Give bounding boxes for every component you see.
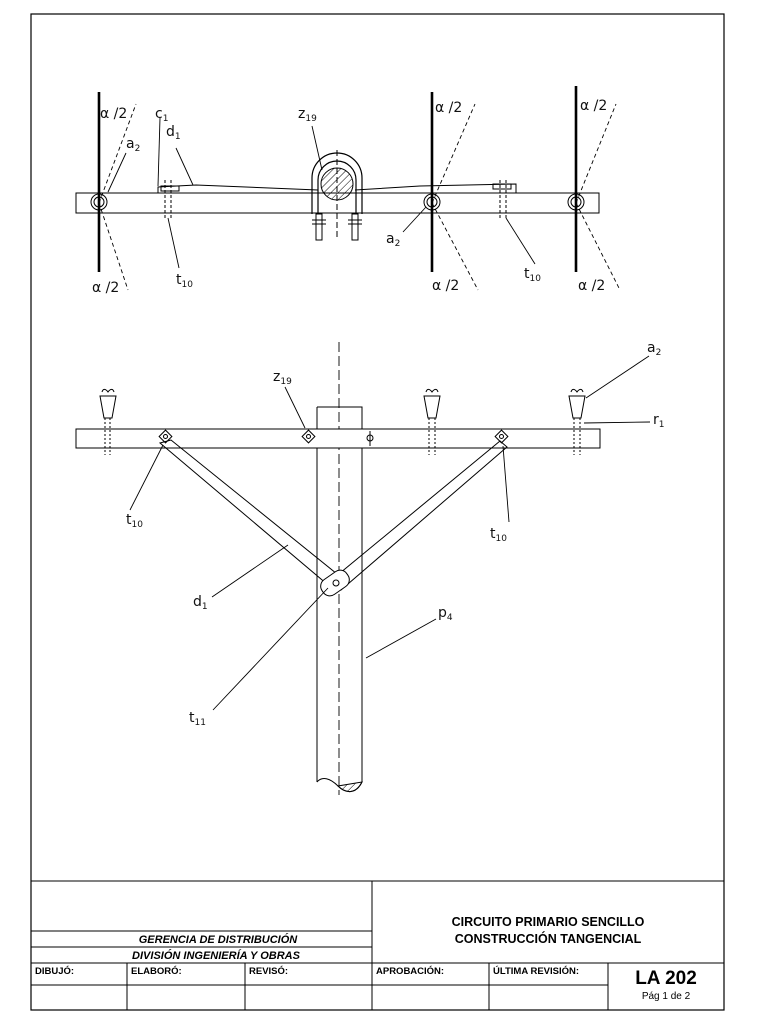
field-elaboro: ELABORÓ: (131, 965, 182, 977)
label-d1: d1 (166, 124, 181, 142)
label-t10: t10 (490, 526, 507, 544)
label-a2: a2 (386, 231, 400, 249)
brace-left (158, 439, 343, 591)
drawing-code: LA 202 (635, 968, 697, 989)
angle-label: α /2 (432, 278, 459, 294)
angle-label: α /2 (100, 106, 127, 122)
title-block-text: GERENCIA DE DISTRIBUCIÓN DIVISIÓN INGENI… (35, 915, 697, 1002)
drawing-title-line2: CONSTRUCCIÓN TANGENCIAL (455, 931, 642, 946)
field-aprobacion: APROBACIÓN: (376, 965, 444, 977)
label-t10: t10 (176, 272, 193, 290)
division-name: DIVISIÓN INGENIERÍA Y OBRAS (132, 949, 301, 962)
label-p4: p4 (438, 605, 453, 623)
label-d1: d1 (193, 594, 208, 612)
top-view-labels: α /2 α /2 α /2 α /2 α /2 α /2 c1 d1 a2 z… (92, 98, 607, 296)
label-t10: t10 (126, 512, 143, 530)
label-a2: a2 (126, 136, 140, 154)
label-a2: a2 (647, 340, 661, 358)
pole-section-z19 (311, 150, 363, 241)
brace-right-plan (354, 183, 517, 193)
angle-label: α /2 (92, 280, 119, 296)
pole-p4 (316, 406, 363, 782)
top-leaders (107, 117, 536, 269)
pin-insulators (99, 388, 586, 455)
front-leaders (129, 355, 651, 711)
label-t11: t11 (189, 710, 206, 728)
organization-name: GERENCIA DE DISTRIBUCIÓN (139, 933, 299, 946)
angle-label: α /2 (580, 98, 607, 114)
crossarm-bolts (158, 429, 509, 446)
label-c1: c1 (155, 106, 168, 124)
top-view (75, 86, 621, 291)
drawing-title-line1: CIRCUITO PRIMARIO SENCILLO (452, 915, 645, 929)
label-z19: z19 (298, 106, 317, 124)
sheet-border (30, 13, 725, 1011)
angle-dashed-lines (98, 103, 621, 291)
label-r1: r1 (653, 412, 665, 430)
field-reviso: REVISÓ: (249, 965, 288, 977)
angle-label: α /2 (578, 278, 605, 294)
front-view (75, 342, 651, 795)
front-view-labels: a2 r1 z19 t10 t10 d1 t11 p4 (126, 340, 665, 728)
pin-circles (90, 193, 585, 211)
field-dibujo: DIBUJÓ: (35, 965, 74, 977)
field-ultima-revision: ÚLTIMA REVISIÓN: (493, 965, 579, 977)
title-block (31, 880, 724, 1010)
label-z19: z19 (273, 369, 292, 387)
brace-left-plan (157, 184, 319, 193)
brace-right (333, 440, 508, 591)
bolts-t10-plan (164, 180, 507, 218)
page-number: Pág 1 de 2 (642, 991, 691, 1002)
front-crossarm (75, 428, 601, 449)
angle-label: α /2 (435, 100, 462, 116)
label-t10: t10 (524, 266, 541, 284)
